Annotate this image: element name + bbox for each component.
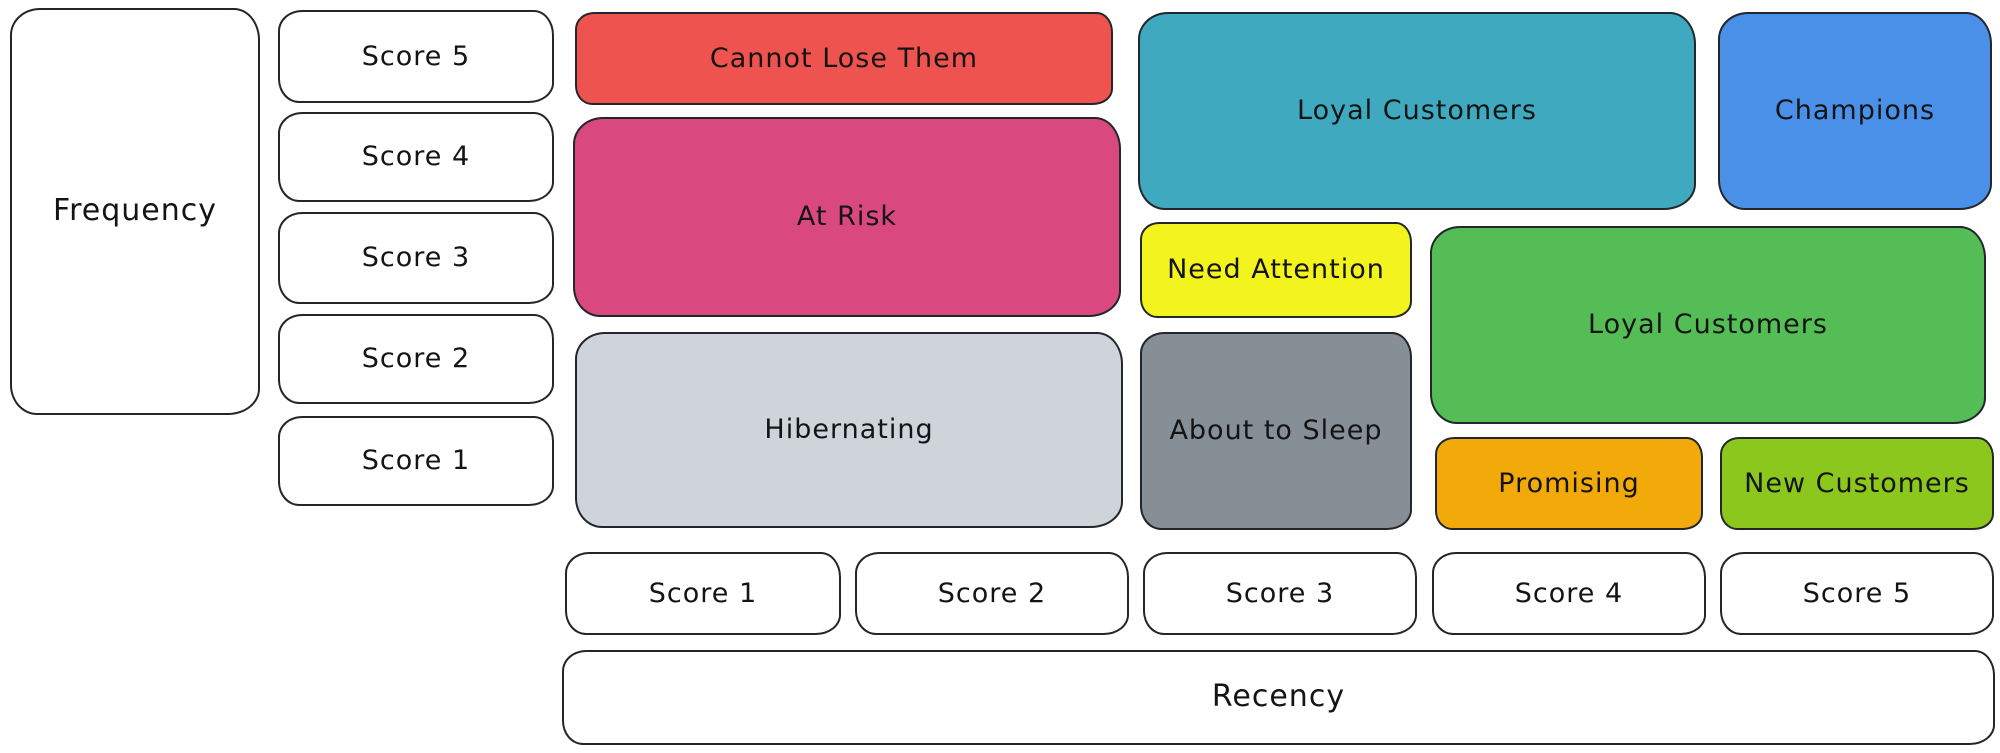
frequency-axis-label: Frequency	[10, 8, 260, 415]
recency-score-5-label: Score 5	[1720, 552, 1994, 635]
recency-axis-label: Recency	[562, 650, 1995, 745]
segment-promising: Promising	[1435, 437, 1703, 530]
segment-about-to-sleep: About to Sleep	[1140, 332, 1412, 530]
frequency-score-4-label: Score 4	[278, 112, 554, 202]
frequency-score-3-label: Score 3	[278, 212, 554, 304]
recency-score-3-label: Score 3	[1143, 552, 1417, 635]
segment-hibernating: Hibernating	[575, 332, 1123, 528]
segment-new-customers: New Customers	[1720, 437, 1994, 530]
segment-loyal-customers-upper: Loyal Customers	[1138, 12, 1696, 210]
segment-need-attention: Need Attention	[1140, 222, 1412, 318]
frequency-score-2-label: Score 2	[278, 314, 554, 404]
recency-score-1-label: Score 1	[565, 552, 841, 635]
segment-cannot-lose-them: Cannot Lose Them	[575, 12, 1113, 105]
segment-at-risk: At Risk	[573, 117, 1121, 317]
frequency-score-5-label: Score 5	[278, 10, 554, 103]
segment-champions: Champions	[1718, 12, 1992, 210]
frequency-score-1-label: Score 1	[278, 416, 554, 506]
segment-loyal-customers-lower: Loyal Customers	[1430, 226, 1986, 424]
recency-score-2-label: Score 2	[855, 552, 1129, 635]
recency-score-4-label: Score 4	[1432, 552, 1706, 635]
